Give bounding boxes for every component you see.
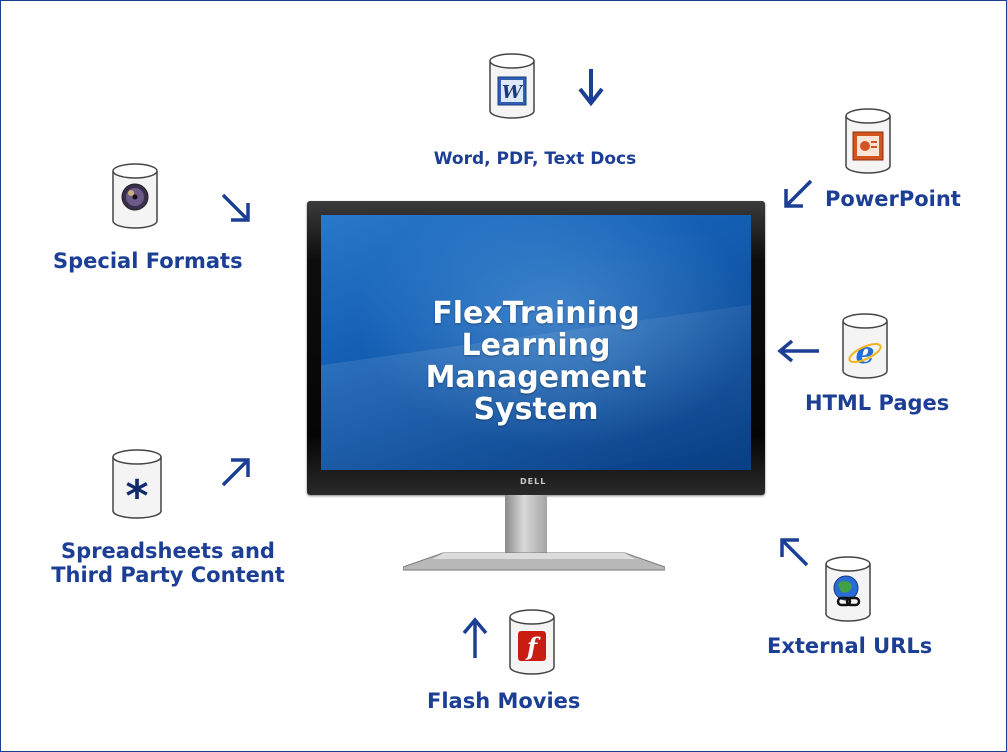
- special-formats-label: Special Formats: [53, 249, 243, 273]
- arrow-left-icon: [777, 339, 819, 363]
- monitor-brand-logo: DELL: [520, 477, 547, 486]
- monitor-bezel: FlexTraining Learning Management System …: [307, 201, 765, 495]
- arrow-up-icon: [462, 617, 488, 658]
- svg-text:W: W: [502, 82, 524, 103]
- arrow-down-right-icon: [221, 193, 250, 222]
- word-pdf-text-label: Word, PDF, Text Docs: [433, 149, 637, 169]
- spreadsheets-label-line2: Third Party Content: [51, 563, 285, 587]
- flash-movies-label: Flash Movies: [427, 689, 581, 713]
- arrow-down-icon: [578, 69, 604, 107]
- svg-text:e: e: [855, 336, 874, 371]
- arrow-up-left-icon: [780, 538, 809, 567]
- globe-link-icon: [825, 556, 871, 622]
- monitor-screen: FlexTraining Learning Management System: [321, 215, 751, 470]
- asterisk-icon: *: [112, 449, 162, 519]
- center-title-line4: System: [473, 392, 599, 427]
- external-urls-label: External URLs: [767, 634, 933, 658]
- monitor-stand-neck: [505, 495, 547, 555]
- monitor: FlexTraining Learning Management System …: [307, 201, 765, 495]
- svg-text:*: *: [125, 471, 148, 519]
- internet-explorer-icon: e: [842, 313, 888, 379]
- powerpoint-label: PowerPoint: [825, 187, 961, 211]
- center-title-line1: FlexTraining: [432, 296, 640, 331]
- media-disc-icon: [112, 163, 158, 229]
- powerpoint-icon: [845, 108, 891, 174]
- spreadsheets-label: Spreadsheets and Third Party Content: [33, 539, 303, 587]
- word-document-icon: W: [489, 53, 535, 119]
- monitor-stand-base: [403, 552, 665, 571]
- center-title-line3: Management: [425, 360, 647, 395]
- center-title: FlexTraining Learning Management System: [321, 298, 751, 426]
- flash-icon: f: [509, 609, 555, 675]
- spreadsheets-label-line1: Spreadsheets and: [61, 539, 275, 563]
- arrow-down-left-icon: [784, 179, 813, 208]
- center-title-line2: Learning: [461, 328, 611, 363]
- arrow-up-right-icon: [221, 458, 250, 487]
- html-pages-label: HTML Pages: [805, 391, 950, 415]
- svg-text:f: f: [525, 632, 541, 661]
